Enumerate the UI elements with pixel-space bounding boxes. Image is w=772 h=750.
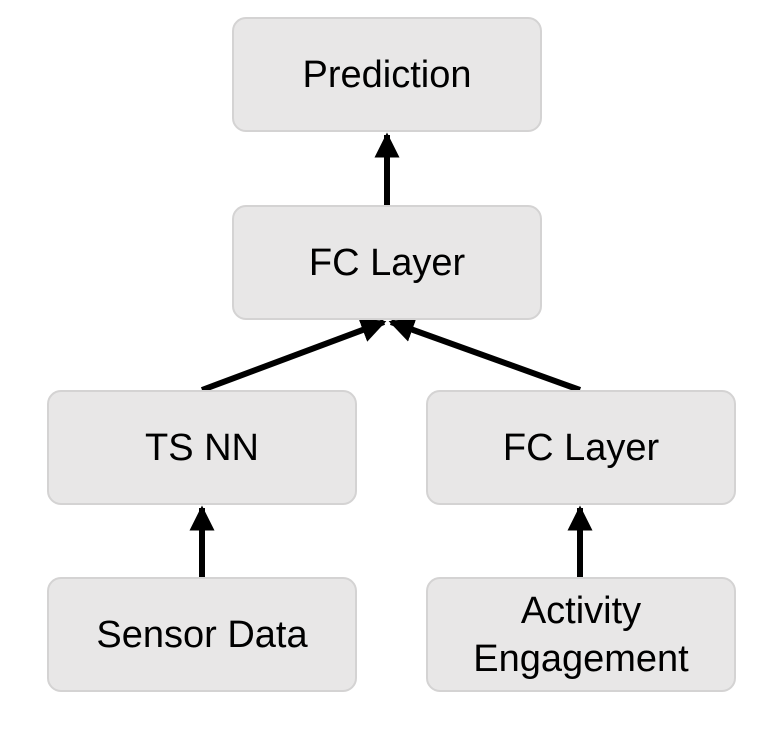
node-activity-engagement-line1: Activity <box>520 589 642 632</box>
node-prediction: Prediction <box>232 17 542 132</box>
node-fc-layer-top: FC Layer <box>232 205 542 320</box>
node-fc-layer-right-label: FC Layer <box>502 426 660 469</box>
node-prediction-label: Prediction <box>302 53 472 96</box>
node-fc-layer-top-label: FC Layer <box>308 241 466 284</box>
node-ts-nn-label: TS NN <box>145 426 259 469</box>
node-sensor-data-label: Sensor Data <box>96 613 308 656</box>
arrow-tsnn-to-fc <box>200 318 387 393</box>
arrow-fcright-to-fc <box>388 317 582 393</box>
node-fc-layer-right: FC Layer <box>426 390 736 505</box>
node-activity-engagement-line2: Engagement <box>473 637 689 680</box>
node-ts-nn: TS NN <box>47 390 357 505</box>
node-activity-engagement: Activity Engagement <box>426 577 736 692</box>
node-sensor-data: Sensor Data <box>47 577 357 692</box>
